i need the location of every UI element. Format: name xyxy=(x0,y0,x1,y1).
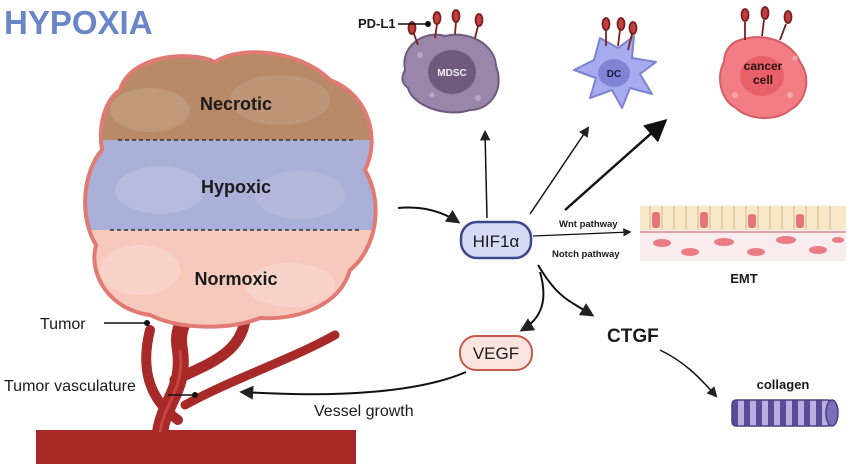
tumor-vasculature-label: Tumor vasculature xyxy=(4,378,136,395)
ctgf-to-collagen-arrow xyxy=(659,349,718,398)
vessel-growth-label: Vessel growth xyxy=(314,403,414,420)
vegf-label: VEGF xyxy=(473,344,519,363)
hif-to-dc-arrow xyxy=(529,126,590,215)
necrotic-label: Necrotic xyxy=(200,94,272,114)
dc-cell: DC xyxy=(573,17,657,109)
tumor-to-hif-arrow xyxy=(397,206,461,224)
mdsc-label: MDSC xyxy=(437,68,466,79)
dc-label: DC xyxy=(607,69,621,80)
hif-to-ctgf-arrow xyxy=(537,264,595,317)
emt-label: EMT xyxy=(730,271,758,286)
hypoxic-zone xyxy=(85,140,376,230)
cancer-cell-label-line1: cancer xyxy=(744,59,783,73)
collagen-fiber xyxy=(731,399,839,427)
hif1a-node: HIF1α xyxy=(459,220,533,260)
hif1a-label: HIF1α xyxy=(473,232,520,251)
collagen-label: collagen xyxy=(757,377,810,392)
tumor-vasculature xyxy=(36,304,356,464)
hypoxic-label: Hypoxic xyxy=(201,177,271,197)
mdsc-cell: MDSC xyxy=(401,9,500,114)
vegf-to-vessel-arrow xyxy=(239,371,467,400)
wnt-pathway-label: Wnt pathway xyxy=(559,219,618,230)
hif-to-emt-arrow xyxy=(532,228,632,237)
pd-l1-label: PD-L1 xyxy=(358,16,396,31)
diagram-title: HYPOXIA xyxy=(4,4,153,41)
hif-to-mdsc-arrow xyxy=(479,129,491,219)
cancer-cell-label-line2: cell xyxy=(753,73,773,87)
tumor: Necrotic Hypoxic Normoxic xyxy=(83,50,378,329)
hif-to-vegf-arrow xyxy=(519,271,545,332)
hif-to-cancer-arrow xyxy=(564,119,668,211)
emt-tissue: EMT xyxy=(640,206,846,286)
tumor-label: Tumor xyxy=(40,316,86,333)
vegf-node: VEGF xyxy=(459,335,533,371)
cancer-cell: cancer cell xyxy=(719,6,808,119)
notch-pathway-label: Notch pathway xyxy=(552,249,620,260)
ctgf-label: CTGF xyxy=(607,326,659,347)
normoxic-label: Normoxic xyxy=(194,269,277,289)
